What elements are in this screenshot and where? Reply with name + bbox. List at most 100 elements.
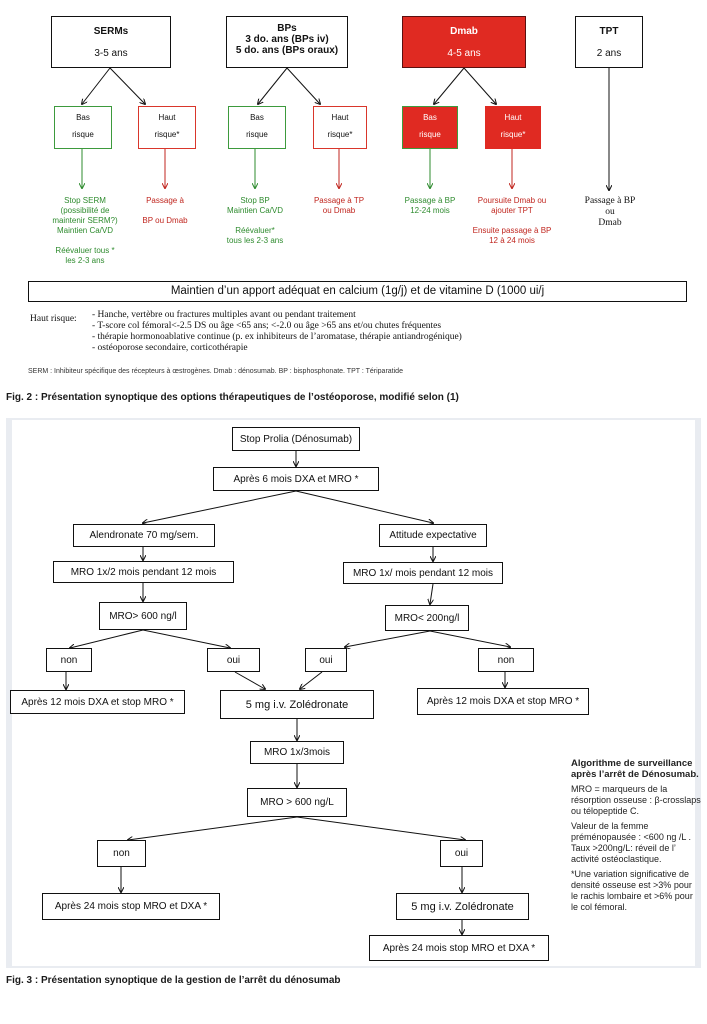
haut-risque-item: - Hanche, vertèbre ou fractures multiple… <box>92 310 356 320</box>
tpt-title: TPT <box>599 26 619 37</box>
outcome-line: ou <box>605 207 615 217</box>
right-oui-box: oui <box>305 648 347 672</box>
outcome-line: Réévaluer* <box>235 226 275 235</box>
lower-oui-box: oui <box>440 840 483 867</box>
fig2-caption: Fig. 2 : Présentation synoptique des opt… <box>6 392 459 403</box>
stop-12-months-left-box: Après 12 mois DXA et stop MRO * <box>10 690 185 714</box>
haut-risque-item: - thérapie hormonoablative continue (p. … <box>92 332 462 342</box>
abbreviations: SERM : Inhibiteur spécifique des récepte… <box>28 368 403 375</box>
serms-header-box: SERMs 3-5 ans <box>51 16 171 68</box>
legend-title: Algorithme de surveillance après l’arrêt… <box>571 758 699 780</box>
risk-label: risque <box>246 130 268 139</box>
dmab-title: Dmab <box>450 26 478 37</box>
risk-label: Haut <box>158 113 176 122</box>
haut-risque-list: - Hanche, vertèbre ou fractures multiple… <box>92 310 532 354</box>
alendronate-box: Alendronate 70 mg/sem. <box>73 524 215 547</box>
outcome-line: Stop BP <box>240 196 270 205</box>
haut-risque-item: - ostéoporose secondaire, corticothérapi… <box>92 343 248 353</box>
serm-high-outcome: Passage à BP ou Dmab <box>128 196 202 226</box>
fig3-caption: Fig. 3 : Présentation synoptique de la g… <box>6 975 341 986</box>
risk-label: risque* <box>154 130 180 139</box>
serms-title: SERMs <box>93 26 129 37</box>
stop-24-right-text: Après 24 mois stop MRO et DXA * <box>382 942 536 954</box>
mro-2-months-box: MRO 1x/2 mois pendant 12 mois <box>53 561 234 583</box>
oui-text: oui <box>454 848 469 859</box>
outcome-line: Passage à BP <box>584 196 636 206</box>
oui-text: oui <box>226 654 241 666</box>
stop-24-left-text: Après 24 mois stop MRO et DXA * <box>54 901 208 912</box>
right-non-box: non <box>478 648 534 672</box>
risk-label: risque <box>72 130 94 139</box>
outcome-line: ajouter TPT <box>491 206 533 215</box>
bps-title: BPs <box>277 23 297 34</box>
risk-label: Bas <box>423 113 437 122</box>
mro-lt-200-text: MRO< 200ng/l <box>394 612 460 624</box>
dmab-low-risk-box: Bas risque <box>402 106 458 149</box>
serms-high-risk-box: Haut risque* <box>138 106 196 149</box>
zoledronate-second-box: 5 mg i.v. Zolédronate <box>396 893 529 920</box>
bps-header-box: BPs 3 do. ans (BPs iv) 5 do. ans (BPs or… <box>226 16 348 68</box>
tpt-outcome: Passage à BP ou Dmab <box>570 196 650 229</box>
left-oui-box: oui <box>207 648 260 672</box>
lower-non-box: non <box>97 840 146 867</box>
fig2-arrows <box>0 67 707 400</box>
outcome-line: 12-24 mois <box>410 206 450 215</box>
maintenance-box: Maintien d’un apport adéquat en calcium … <box>28 281 687 302</box>
mro-gt-600-text: MRO> 600 ng/l <box>109 610 177 622</box>
stop-24-months-right-box: Après 24 mois stop MRO et DXA * <box>369 935 549 961</box>
left-non-box: non <box>46 648 92 672</box>
outcome-line: BP ou Dmab <box>142 216 188 225</box>
stop-12-right-text: Après 12 mois DXA et stop MRO * <box>426 696 580 707</box>
bps-iv-duration: 3 do. ans (BPs iv) <box>245 34 329 45</box>
expectative-box: Attitude expectative <box>379 524 487 547</box>
risk-label: Bas <box>250 113 264 122</box>
outcome-line: Passage à TP <box>313 196 365 205</box>
zoledronate-second-text: 5 mg i.v. Zolédronate <box>411 900 514 913</box>
zoledronate-box: 5 mg i.v. Zolédronate <box>220 690 374 719</box>
risk-label: Haut <box>504 113 522 122</box>
after-6-months-box: Après 6 mois DXA et MRO * <box>213 467 379 491</box>
dmab-high-risk-box: Haut risque* <box>485 106 541 149</box>
outcome-line: Maintien Ca/VD <box>56 226 114 235</box>
alendronate-text: Alendronate 70 mg/sem. <box>89 530 199 541</box>
outcome-line: 12 à 24 mois <box>489 236 535 245</box>
risk-label: risque* <box>500 130 526 139</box>
mro-gt-600-box: MRO> 600 ng/l <box>99 602 187 630</box>
serm-low-outcome: Stop SERM (possibilité de maintenir SERM… <box>40 196 130 266</box>
zoledronate-text: 5 mg i.v. Zolédronate <box>245 698 349 711</box>
risk-label: Bas <box>76 113 90 122</box>
bps-oral-duration: 5 do. ans (BPs oraux) <box>235 45 339 56</box>
stop-prolia-box: Stop Prolia (Dénosumab) <box>232 427 360 451</box>
risk-label: Haut <box>331 113 349 122</box>
mro-3-months-text: MRO 1x/3mois <box>263 747 331 758</box>
outcome-line: Dmab <box>598 218 622 228</box>
dmab-duration: 4-5 ans <box>447 48 481 59</box>
dmab-high-outcome: Poursuite Dmab ou ajouter TPT Ensuite pa… <box>462 196 562 246</box>
legend-mro-definition: MRO = marqueurs de la résorption osseuse… <box>571 784 701 816</box>
tpt-header-box: TPT 2 ans <box>575 16 643 68</box>
tpt-duration: 2 ans <box>596 48 622 59</box>
outcome-line: ou Dmab <box>322 206 356 215</box>
expectative-text: Attitude expectative <box>389 530 477 541</box>
haut-risque-label: Haut risque: <box>30 314 77 324</box>
mro-gt-600-second-box: MRO > 600 ng/L <box>247 788 347 817</box>
outcome-line: Poursuite Dmab ou <box>477 196 547 205</box>
stop-prolia-text: Stop Prolia (Dénosumab) <box>239 433 353 445</box>
fig3-legend: Algorithme de surveillance après l’arrêt… <box>571 758 701 917</box>
outcome-line: les 2-3 ans <box>65 256 105 265</box>
bp-low-outcome: Stop BP Maintien Ca/VD Réévaluer* tous l… <box>210 196 300 246</box>
oui-text: oui <box>319 654 333 666</box>
haut-risque-item: - T-score col fémoral<-2.5 DS ou âge <65… <box>92 321 442 331</box>
risk-label: risque <box>419 130 441 139</box>
risk-label: risque* <box>327 130 353 139</box>
after-6-months-text: Après 6 mois DXA et MRO * <box>233 473 359 485</box>
outcome-line: maintenir SERM?) <box>52 216 118 225</box>
non-text: non <box>497 654 515 666</box>
mro-3-months-box: MRO 1x/3mois <box>250 741 344 764</box>
outcome-line: Passage à BP <box>404 196 456 205</box>
mro-1-month-text: MRO 1x/ mois pendant 12 mois <box>352 567 494 579</box>
outcome-line: Maintien Ca/VD <box>226 206 284 215</box>
non-text: non <box>113 848 130 859</box>
outcome-line: Ensuite passage à BP <box>472 226 552 235</box>
